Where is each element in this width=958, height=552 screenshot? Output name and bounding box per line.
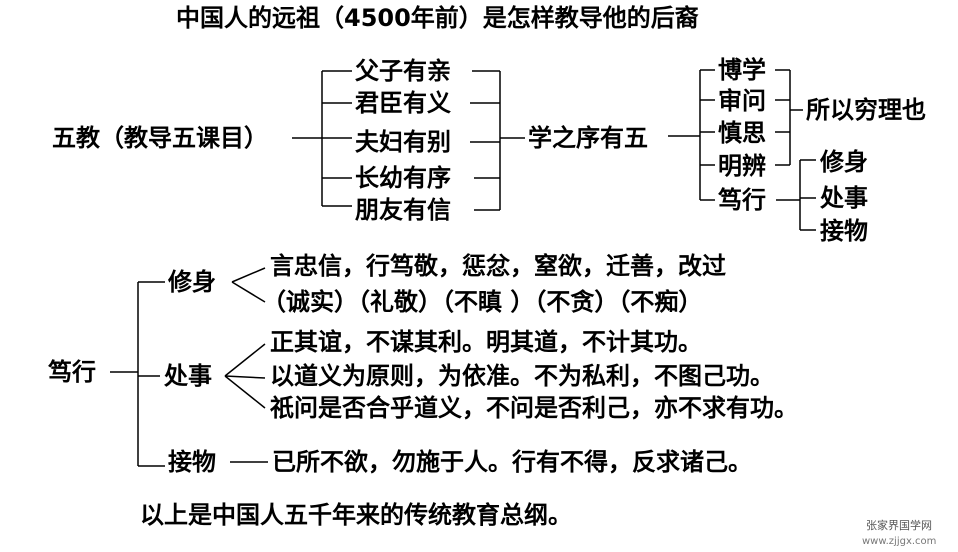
jiewu-line: 已所不欲，勿施于人。行有不得，反求诸己。 [272,448,752,476]
study-step: 笃行 [718,186,766,214]
teaching-item: 长幼有序 [355,164,451,192]
practice-item: 处事 [820,184,868,212]
study-step: 慎思 [718,119,766,147]
teaching-item: 夫妇有别 [355,128,451,156]
page-title: 中国人的远祖（4500年前）是怎样教导他的后裔 [176,4,699,32]
watermark-name: 张家界国学网 [866,519,932,532]
bracket-teachings-right [470,70,501,211]
bracket-teachings-left [321,70,352,207]
five-teachings-root: 五教（教导五课目） [52,124,268,152]
study-step: 明辨 [718,152,766,180]
summary-text: 以上是中国人五千年来的传统教育总纲。 [140,501,572,529]
chushi-line: 以道义为原则，为依准。不为私利，不图己功。 [270,362,774,390]
teaching-item: 朋友有信 [355,196,451,224]
chushi-label: 处事 [164,362,212,390]
bracket-steps-right [775,69,803,166]
study-reason: 所以穷理也 [806,96,926,124]
teaching-item: 父子有亲 [355,57,451,85]
duxing-root: 笃行 [48,358,96,386]
practice-item: 接物 [820,217,868,245]
practice-item: 修身 [820,148,868,176]
study-step: 博学 [718,56,766,84]
bracket-bottom-practice [137,281,165,467]
study-step: 审问 [718,87,766,115]
xiushen-line: 言忠信，行笃敬，惩忿，窒欲，迁善，改过 [270,252,726,280]
watermark-url: www.zjjgx.com [862,536,937,547]
fork-xiushen [231,267,266,303]
connector-duxing-to-practice [776,159,816,231]
bracket-steps-left [699,69,715,201]
chushi-line: 祇问是否合乎道义，不问是否利己，亦不求有功。 [270,394,798,422]
chushi-line: 正其谊，不谋其利。明其道，不计其功。 [270,328,702,356]
xiushen-line: （诚实）（礼敬）（不瞋 ）（不贪）（不痴） [262,288,703,316]
fork-chushi [224,343,266,409]
jiewu-label: 接物 [168,448,216,476]
study-order: 学之序有五 [528,124,648,152]
teaching-item: 君臣有义 [355,89,451,117]
xiushen-label: 修身 [168,268,216,296]
